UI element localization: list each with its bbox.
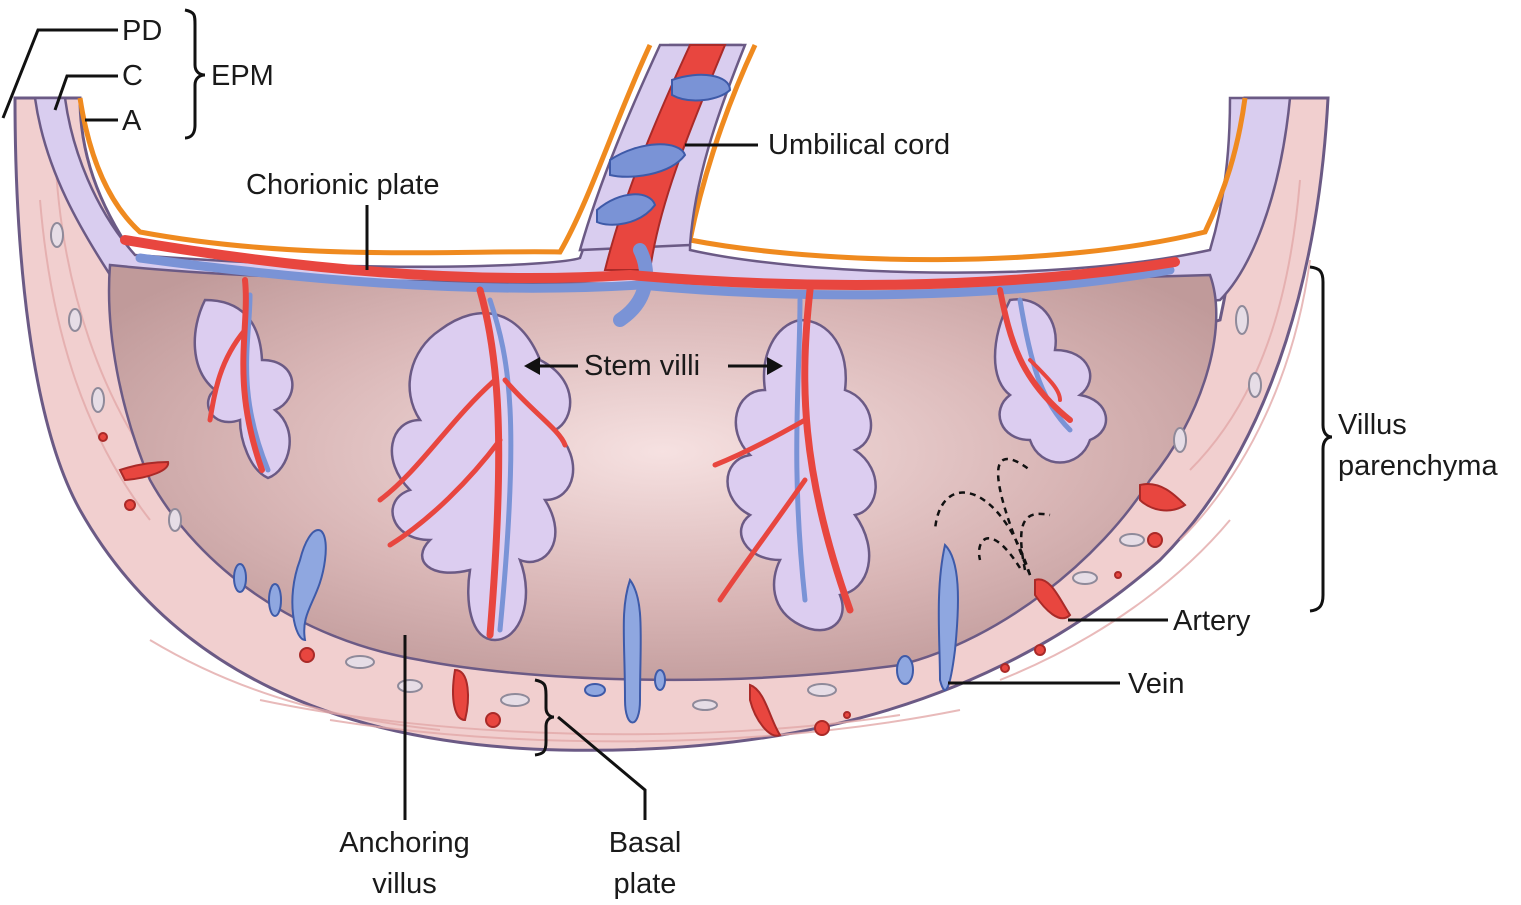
label-chorionic-plate: Chorionic plate [246, 169, 440, 201]
label-stem-villi: Stem villi [584, 350, 701, 382]
label-basal-plate-line1: Basal [608, 827, 682, 859]
villus-parenchyma-bracket [1309, 265, 1333, 613]
villous-trees [193, 298, 1108, 642]
maternal-veins [233, 529, 959, 724]
epm-bracket [184, 8, 206, 140]
label-anchoring-villus-line1: Anchoring [339, 827, 470, 859]
maternal-arteries [98, 432, 1187, 737]
stem-villi-arrows [524, 357, 783, 375]
label-villus-parenchyma-line2: parenchyma [1338, 450, 1498, 483]
basal-bracket [534, 678, 555, 757]
label-a: A [122, 105, 142, 137]
label-epm: EPM [211, 60, 274, 92]
amnion-line [77, 43, 1248, 263]
basal-leader [557, 715, 647, 820]
chorionic-veins [135, 243, 1175, 633]
c-leader [53, 74, 118, 111]
label-basal-plate: Basal plate [590, 823, 700, 905]
label-villus-parenchyma-line1: Villus [1338, 409, 1407, 441]
label-c: C [122, 60, 143, 92]
umbilical-cord [578, 43, 747, 271]
label-villus-parenchyma: Villus parenchyma [1338, 405, 1498, 487]
label-anchoring-villus: Anchoring villus [322, 823, 487, 905]
maternal-flow-arrows [933, 457, 1051, 576]
chorionic-arteries [120, 235, 1180, 639]
label-anchoring-villus-line2: villus [372, 868, 437, 901]
label-artery: Artery [1173, 605, 1251, 637]
label-vein: Vein [1128, 668, 1185, 700]
label-basal-plate-line2: plate [613, 868, 677, 901]
decidual-cells [50, 222, 1262, 711]
label-pd: PD [122, 15, 163, 47]
pd-leader [1, 28, 118, 119]
label-umbilical-cord: Umbilical cord [768, 129, 951, 161]
leader-lines [1, 8, 1333, 820]
